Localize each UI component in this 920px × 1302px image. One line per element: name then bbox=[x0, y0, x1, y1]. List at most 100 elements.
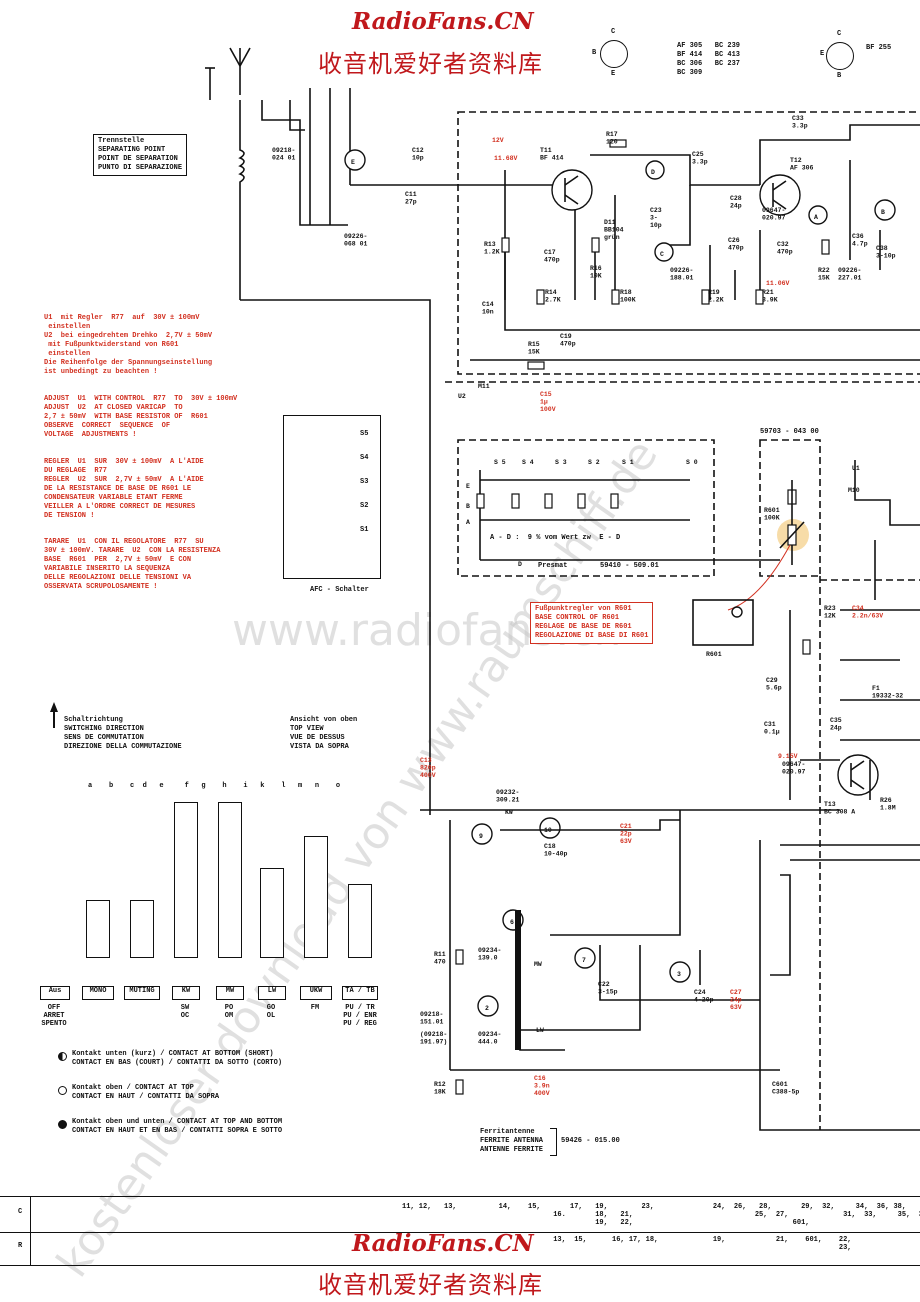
table-row-c-cells: 11, 12, 13, 14, 15, 17, 19, 23, 24, 26, … bbox=[402, 1203, 920, 1227]
transistor-t12 bbox=[759, 174, 801, 216]
footpoint-note: Fußpunktregler von R601 BASE CONTROL OF … bbox=[530, 602, 654, 644]
test-point-c: C bbox=[654, 242, 674, 262]
component-label: C13 bbox=[420, 757, 432, 764]
switch-tatb bbox=[348, 884, 372, 958]
component-label: 309.21 bbox=[496, 797, 520, 804]
component-label: U1 bbox=[852, 465, 860, 472]
test-point-7: 7 bbox=[574, 947, 596, 969]
mode-label-kw: SW OC bbox=[180, 1004, 190, 1020]
component-label: R16 bbox=[590, 265, 602, 272]
component-label: 27p bbox=[405, 199, 417, 206]
table-row-r-cells: 13, 15, 16, 17, 18, 19, 21, 601, 22, 24 … bbox=[553, 1236, 852, 1252]
component-label: 444.0 bbox=[478, 1039, 498, 1046]
component-label: 3.9K bbox=[762, 297, 778, 304]
component-label: C19 bbox=[560, 333, 572, 340]
test-point-d: D bbox=[645, 160, 665, 180]
component-label: C27 bbox=[730, 989, 742, 996]
svg-text:E: E bbox=[351, 159, 355, 166]
component-label: C17 bbox=[544, 249, 556, 256]
component-label: C23 bbox=[650, 207, 662, 214]
contact-bottom-icon bbox=[58, 1052, 67, 1061]
component-label: R12 bbox=[434, 1081, 446, 1088]
svg-text:B: B bbox=[466, 503, 470, 510]
mode-key-tatb: TA / TB bbox=[342, 986, 378, 1000]
component-label: C28 bbox=[730, 195, 742, 202]
component-label: 5.6p bbox=[766, 685, 782, 692]
adjust-note-it: TARARE U1 CON IL REGOLATORE R77 SU 30V ±… bbox=[44, 538, 221, 591]
component-label: 2.2n/63V bbox=[852, 613, 883, 620]
component-label: 09232- bbox=[496, 789, 519, 796]
contact-legend-bottom: Kontakt unten (kurz) / CONTACT AT BOTTOM… bbox=[72, 1050, 283, 1067]
test-point-e: E bbox=[344, 149, 366, 171]
component-label: BF 414 bbox=[540, 155, 564, 162]
component-label: C24 bbox=[694, 989, 706, 996]
component-label: 18K bbox=[434, 1089, 446, 1096]
component-label: 09234- bbox=[478, 1031, 501, 1038]
component-label: 63V bbox=[730, 1004, 742, 1011]
test-point-a: A bbox=[808, 205, 828, 225]
component-label: BC 308 A bbox=[824, 809, 855, 816]
contact-both-icon bbox=[58, 1120, 67, 1129]
component-label: 1µ bbox=[540, 399, 548, 406]
component-label: C14 bbox=[482, 301, 494, 308]
presmat-part: 59410 - 509.01 bbox=[600, 562, 659, 570]
antenna-symbol bbox=[205, 47, 251, 100]
component-label: 0.1µ bbox=[764, 729, 780, 736]
component-label: C31 bbox=[764, 721, 776, 728]
presmat-formula: A - D : 9 % vom Wert zw E - D bbox=[490, 534, 621, 542]
test-point-10: 10 bbox=[539, 817, 561, 839]
component-label: 09647- bbox=[782, 761, 805, 768]
component-label: C21 bbox=[620, 823, 632, 830]
adjust-note-en: ADJUST U1 WITH CONTROL R77 TO 30V ± 100m… bbox=[44, 395, 238, 439]
svg-text:S 3: S 3 bbox=[555, 459, 567, 466]
component-label: 470 bbox=[434, 959, 446, 966]
svg-text:3: 3 bbox=[677, 971, 681, 978]
component-label: 120 bbox=[606, 139, 618, 146]
mode-key-aus: Aus bbox=[40, 986, 70, 1000]
component-label: R11 bbox=[434, 951, 446, 958]
component-label: (09218- bbox=[420, 1031, 447, 1038]
component-label: C29 bbox=[766, 677, 778, 684]
contact-top-icon bbox=[58, 1086, 67, 1095]
component-label: 100K bbox=[620, 297, 636, 304]
component-label: T11 bbox=[540, 147, 552, 154]
mode-key-mw: MW bbox=[216, 986, 244, 1000]
table-bottom-border bbox=[0, 1265, 920, 1266]
presmat-label: Presmat bbox=[538, 562, 568, 570]
component-label: R17 bbox=[606, 131, 618, 138]
component-label: MW bbox=[534, 961, 542, 968]
switch-mw bbox=[218, 802, 242, 958]
component-label: 400V bbox=[420, 772, 436, 779]
mode-key-muting: MUTING bbox=[124, 986, 160, 1000]
table-top-border bbox=[0, 1196, 920, 1197]
svg-text:S 0: S 0 bbox=[686, 459, 698, 466]
component-label: T12 bbox=[790, 157, 802, 164]
component-label: C25 bbox=[692, 151, 704, 158]
component-label: R21 bbox=[762, 289, 774, 296]
component-label: 2.2K bbox=[708, 297, 724, 304]
component-label: 24p bbox=[730, 997, 742, 1004]
component-label: 3-15p bbox=[598, 989, 618, 996]
component-label: 820p bbox=[420, 765, 436, 772]
test-point-9: 9 bbox=[471, 823, 493, 845]
switch-columns-label: a b c d e f g h i k l m n o bbox=[88, 782, 341, 790]
component-label: 09234- bbox=[478, 947, 501, 954]
component-label: grün bbox=[604, 234, 620, 241]
component-label: C32 bbox=[777, 241, 789, 248]
svg-text:6: 6 bbox=[510, 919, 514, 926]
footer-title-cn: 收音机爱好者资料库 bbox=[318, 1271, 543, 1299]
component-label: 24p bbox=[730, 203, 742, 210]
component-label: 24p bbox=[830, 725, 842, 732]
component-label: C38 bbox=[876, 245, 888, 252]
component-label: KW bbox=[505, 809, 513, 816]
svg-text:B: B bbox=[881, 209, 885, 216]
component-label: 9.15V bbox=[778, 753, 798, 760]
component-label: C601 bbox=[772, 1081, 788, 1088]
svg-text:7: 7 bbox=[582, 957, 586, 964]
svg-text:A: A bbox=[814, 214, 818, 221]
component-label: 4-20p bbox=[694, 997, 714, 1004]
table-mid-border bbox=[0, 1232, 920, 1233]
mode-key-kw: KW bbox=[172, 986, 200, 1000]
separation-point-note: Trennstelle SEPARATING POINT POINT DE SE… bbox=[93, 134, 188, 176]
